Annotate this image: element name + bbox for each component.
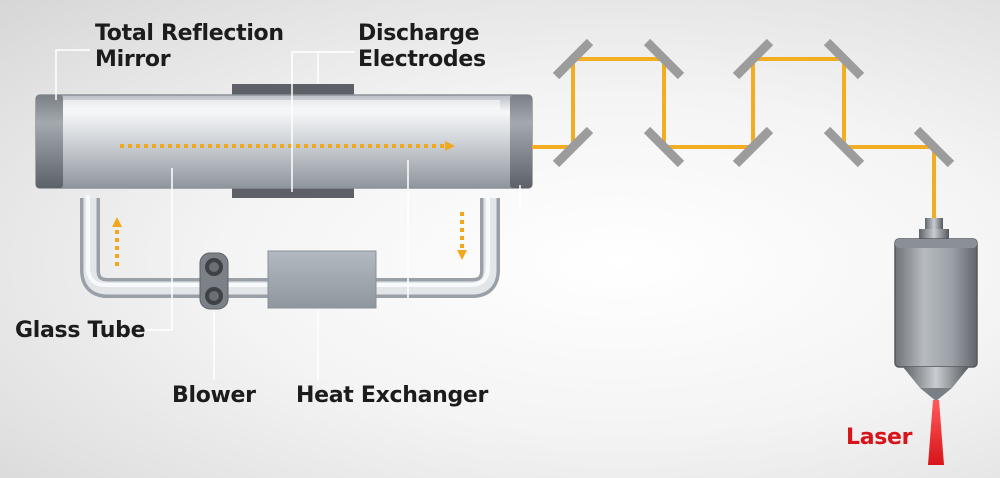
glass-tube-label: Glass Tube (15, 318, 146, 343)
heat-exchanger (267, 250, 377, 309)
total-reflection-mirror (36, 95, 63, 188)
mirror-2 (552, 38, 594, 80)
blower-label: Blower (172, 383, 256, 408)
laser-cutting-head (894, 218, 978, 401)
discharge-electrodes-label-line2: Electrodes (358, 47, 486, 72)
leader-total-reflection-mirror (55, 49, 90, 100)
beam-mirrors (552, 38, 955, 168)
heat-exchanger-label: Heat Exchanger (296, 383, 489, 408)
mirror-4 (643, 126, 685, 168)
laser-beam-path (532, 57, 936, 222)
mirror-3 (643, 38, 685, 80)
total-reflection-mirror-label-line2: Mirror (95, 47, 171, 72)
mirror-8 (823, 126, 865, 168)
output-coupler-mirror (510, 95, 532, 188)
total-reflection-mirror-label-line1: Total Reflection (95, 21, 284, 46)
discharge-electrode-top (232, 84, 354, 97)
total-reflection-mirror-label: Total Reflection Mirror (95, 21, 284, 73)
leader-electrodes-right (317, 51, 355, 84)
mirror-7 (823, 38, 865, 80)
discharge-electrodes-label: Discharge Electrodes (358, 21, 486, 73)
leader-glass-tube (146, 168, 173, 331)
mirror-5 (732, 126, 774, 168)
laser-output-beam (928, 400, 944, 465)
laser-label: Laser (846, 425, 913, 450)
leader-lines (55, 49, 521, 380)
discharge-electrodes-label-line1: Discharge (358, 21, 480, 46)
mirror-9 (913, 126, 955, 168)
glass-tube (35, 94, 533, 189)
mirror-6 (732, 38, 774, 80)
blower (199, 252, 229, 310)
mirror-1 (552, 126, 594, 168)
